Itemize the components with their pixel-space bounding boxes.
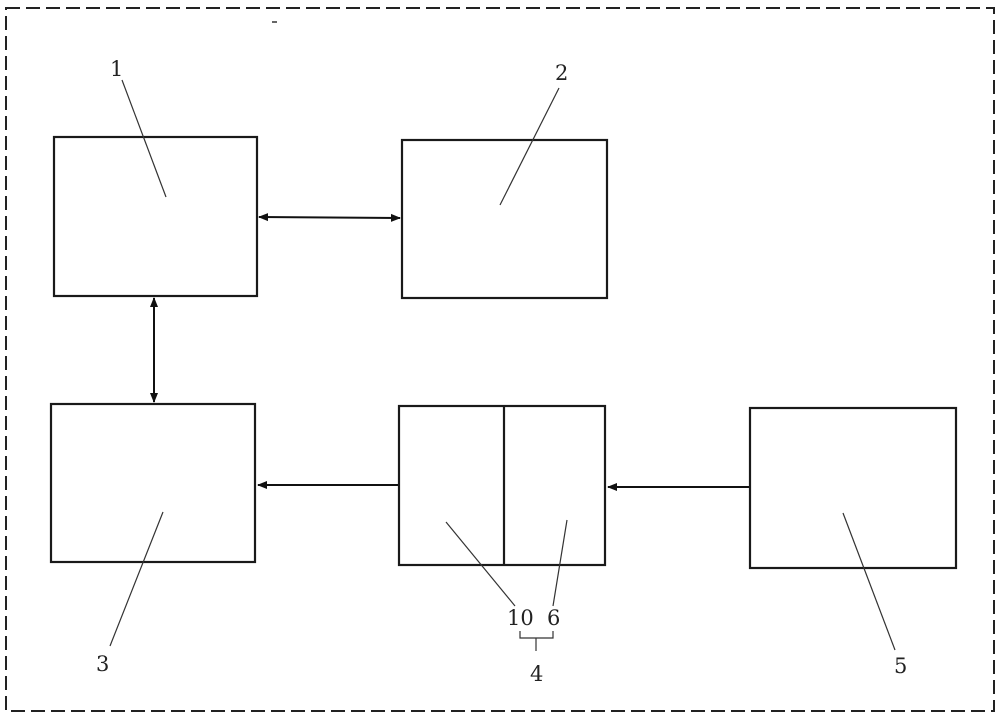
label-1: 1 bbox=[110, 57, 123, 81]
block-1 bbox=[52, 135, 259, 298]
arrow-block1-block2 bbox=[258, 213, 401, 222]
leader-line-2 bbox=[499, 87, 560, 206]
leader-line-3 bbox=[109, 511, 164, 647]
leader-line-6 bbox=[552, 519, 568, 607]
leader-line-5 bbox=[842, 512, 896, 651]
block-5 bbox=[748, 406, 958, 570]
block-2 bbox=[400, 138, 609, 300]
label-3: 3 bbox=[96, 652, 109, 676]
label-2: 2 bbox=[555, 61, 568, 85]
leader-line-1 bbox=[121, 79, 167, 198]
label-6: 6 bbox=[547, 606, 560, 630]
label-10: 10 bbox=[507, 606, 534, 630]
block-4 bbox=[397, 404, 607, 567]
label-4: 4 bbox=[530, 662, 543, 686]
brace-4 bbox=[519, 631, 554, 639]
outer-dashed-frame bbox=[5, 7, 995, 712]
label-5: 5 bbox=[894, 654, 907, 678]
leader-line-10 bbox=[445, 521, 516, 607]
